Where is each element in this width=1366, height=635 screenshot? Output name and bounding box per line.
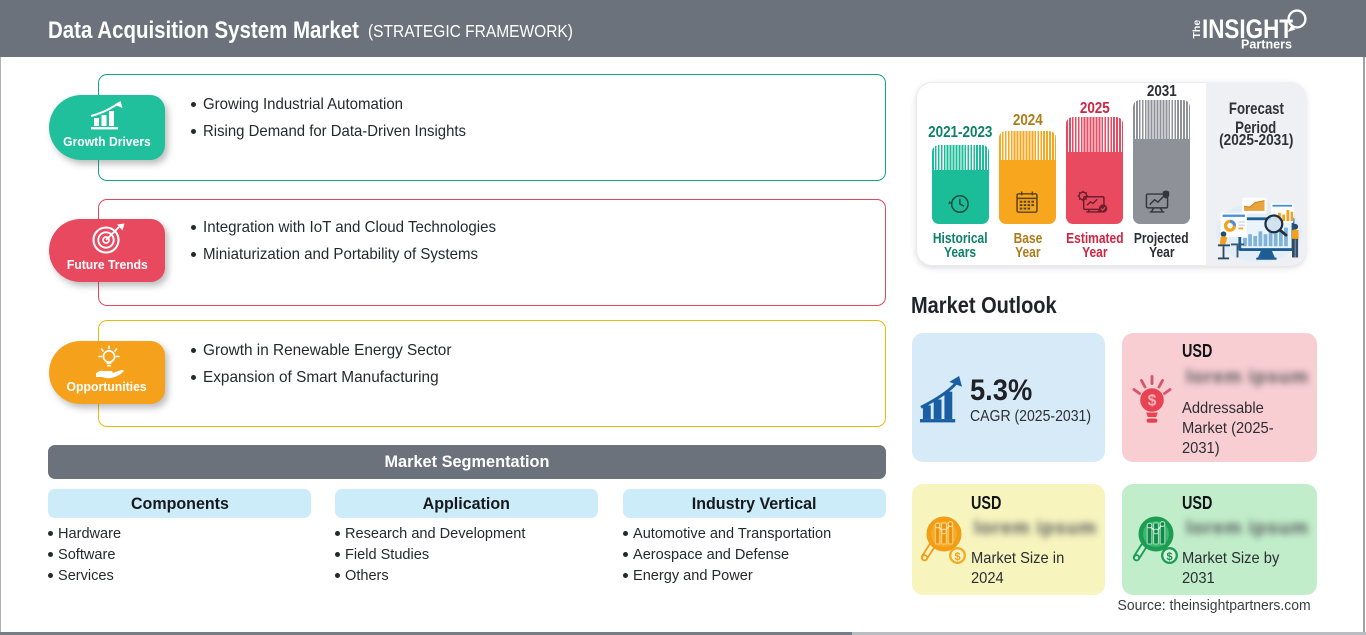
svg-text:$: $ bbox=[954, 551, 960, 563]
svg-text:$: $ bbox=[1148, 393, 1157, 410]
svg-text:$: $ bbox=[1166, 551, 1172, 563]
svg-text:Partners: Partners bbox=[1241, 38, 1292, 52]
svg-text:The: The bbox=[1191, 20, 1203, 39]
svg-text:INSIGHT: INSIGHT bbox=[1202, 14, 1293, 44]
